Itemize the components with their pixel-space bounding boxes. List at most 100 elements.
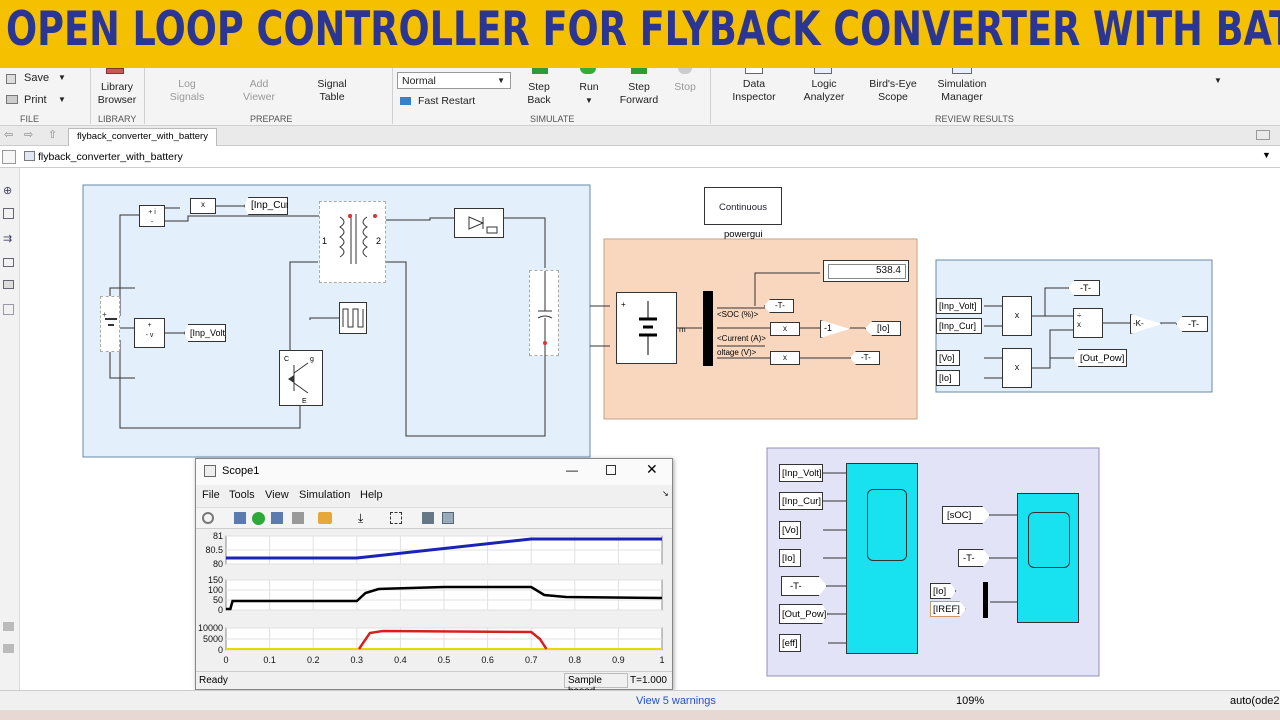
step-forward-icon[interactable]	[271, 512, 283, 524]
display-block[interactable]: 538.4	[823, 260, 909, 282]
goto-io[interactable]: [Io]	[865, 321, 901, 336]
triggers-icon[interactable]	[422, 512, 434, 524]
voltage-measurement-block[interactable]: +- v	[134, 318, 165, 348]
scope1-window[interactable]: Scope1 — ✕ File Tools View Simulation He…	[195, 458, 673, 697]
from-vo-scope[interactable]: [Vo]	[779, 521, 801, 539]
tab-menu-icon[interactable]	[1256, 130, 1270, 140]
annotation-icon[interactable]	[3, 258, 14, 267]
goto-t-efficiency[interactable]: -T-	[1176, 316, 1208, 332]
from-inp-cur-scope[interactable]: [Inp_Cur]	[779, 492, 823, 510]
from-soc-scope[interactable]: [sOC]	[942, 506, 990, 524]
scope-menu-help[interactable]: Help	[360, 489, 383, 501]
area-icon[interactable]	[3, 304, 14, 315]
model-browser-toggle-icon[interactable]	[2, 150, 16, 164]
log-signals-button[interactable]: Log Signals	[169, 78, 205, 103]
signal-table-button[interactable]: Signal Table	[317, 78, 347, 103]
breadcrumb[interactable]: flyback_converter_with_battery	[38, 151, 183, 163]
up-arrow-icon[interactable]: ⇧	[48, 129, 58, 141]
tab-model[interactable]: flyback_converter_with_battery	[68, 128, 217, 146]
image-icon[interactable]	[3, 280, 14, 289]
gain-block-voltage[interactable]: x	[770, 351, 800, 365]
model-explorer-icon[interactable]	[3, 622, 14, 631]
from-out-pow-scope[interactable]: [Out_Pow]	[779, 604, 828, 624]
cursor-icon[interactable]: ⤓	[358, 511, 364, 525]
ribbon-expand-icon[interactable]: ▼	[1214, 76, 1222, 85]
bus-selector-block[interactable]	[703, 291, 713, 366]
from-t-scope2[interactable]: -T-	[958, 549, 990, 567]
from-eff-scope[interactable]: [eff]	[779, 634, 801, 652]
save-dropdown-icon[interactable]: ▼	[58, 73, 66, 82]
simulation-mode-select[interactable]: Normal ▼	[397, 72, 511, 89]
minimize-icon[interactable]: —	[566, 463, 578, 477]
goto-inp-cur[interactable]: [Inp_Cur]	[244, 197, 288, 215]
capacitor-block[interactable]	[529, 270, 559, 357]
fit-view-icon[interactable]	[3, 208, 14, 219]
print-dropdown-icon[interactable]: ▼	[58, 95, 66, 104]
from-io-scope[interactable]: [Io]	[779, 549, 801, 567]
fast-restart-button[interactable]: Fast Restart	[418, 95, 476, 107]
goto-t-soc[interactable]: -T-	[764, 299, 794, 313]
dc-source-block[interactable]: +	[100, 296, 120, 352]
forward-arrow-icon[interactable]: ⇨	[24, 129, 34, 141]
diode-block[interactable]	[454, 208, 504, 238]
add-viewer-button[interactable]: Add Viewer	[243, 78, 275, 103]
arrow-icon[interactable]: ⇉	[3, 233, 13, 245]
birds-eye-scope-button[interactable]: Bird's-Eye Scope	[869, 78, 917, 103]
from-iref-scope[interactable]: [IREF]	[930, 601, 966, 617]
scope2-block[interactable]	[1017, 493, 1079, 623]
current-measurement-block[interactable]: + i-	[139, 205, 165, 227]
divide-block[interactable]: ÷x	[1073, 308, 1103, 338]
warnings-link[interactable]: View 5 warnings	[636, 695, 716, 707]
gain-block-current[interactable]: x	[770, 322, 800, 336]
step-back-button[interactable]: Step Back	[527, 81, 551, 106]
goto-inp-volt[interactable]: [Inp_Volt]	[184, 324, 226, 342]
goto-out-pow[interactable]: [Out_Pow]	[1073, 349, 1127, 367]
transformer-block[interactable]: 1 2	[319, 201, 386, 283]
highlight-icon[interactable]	[318, 512, 332, 524]
from-t-scope[interactable]: -T-	[781, 576, 827, 596]
breadcrumb-dropdown-icon[interactable]: ▼	[1262, 150, 1271, 160]
maximize-icon[interactable]	[606, 465, 616, 475]
data-inspector-button[interactable]: Data Inspector	[732, 78, 776, 103]
product-block-output-power[interactable]: x	[1002, 348, 1032, 388]
scope-menu-file[interactable]: File	[202, 489, 220, 501]
scope-menu-view[interactable]: View	[265, 489, 289, 501]
from-io[interactable]: [Io]	[936, 370, 960, 386]
stop-button[interactable]: Stop	[674, 81, 696, 93]
property-inspector-icon[interactable]	[3, 644, 14, 653]
model-canvas[interactable]: + i- x [Inp_Cur] 1 2 + +- v [Inp_Volt] C…	[20, 168, 1280, 690]
stop-icon[interactable]	[292, 512, 304, 524]
edit-icon[interactable]	[442, 512, 454, 524]
run-button[interactable]: Run	[579, 81, 599, 93]
scope-titlebar[interactable]: Scope1 — ✕	[196, 459, 672, 485]
step-back-icon[interactable]	[234, 512, 246, 524]
gain-block-input-current[interactable]: x	[190, 198, 216, 214]
logic-analyzer-button[interactable]: Logic Analyzer	[803, 78, 845, 103]
run-icon[interactable]	[252, 512, 265, 525]
powergui-block[interactable]: Continuous	[704, 187, 782, 225]
scope-menu-pin-icon[interactable]: ↘	[662, 489, 669, 498]
simulation-manager-button[interactable]: Simulation Manager	[937, 78, 987, 103]
from-inp-volt[interactable]: [Inp_Volt]	[936, 298, 982, 314]
close-icon[interactable]: ✕	[646, 461, 658, 477]
from-inp-cur[interactable]: [Inp_Cur]	[936, 318, 982, 334]
product-block-input-power[interactable]: x	[1002, 296, 1032, 336]
step-forward-button[interactable]: Step Forward	[619, 81, 659, 106]
battery-block[interactable]: + m	[616, 292, 686, 364]
goto-t-power[interactable]: -T-	[1068, 280, 1100, 296]
print-button[interactable]: Print	[24, 94, 47, 106]
library-browser-button[interactable]: Library Browser	[97, 81, 137, 106]
zoom-fit-icon[interactable]	[390, 512, 402, 524]
back-arrow-icon[interactable]: ⇦	[4, 129, 14, 141]
scope-menu-simulation[interactable]: Simulation	[299, 489, 351, 501]
mux-block[interactable]	[983, 582, 988, 618]
save-button[interactable]: Save	[24, 72, 50, 84]
pulse-generator-block[interactable]	[339, 302, 367, 334]
goto-t-voltage[interactable]: -T-	[850, 351, 880, 365]
from-vo[interactable]: [Vo]	[936, 350, 960, 366]
scope-menu-tools[interactable]: Tools	[229, 489, 255, 501]
scope1-block[interactable]	[846, 463, 918, 654]
settings-gear-icon[interactable]	[202, 512, 214, 524]
